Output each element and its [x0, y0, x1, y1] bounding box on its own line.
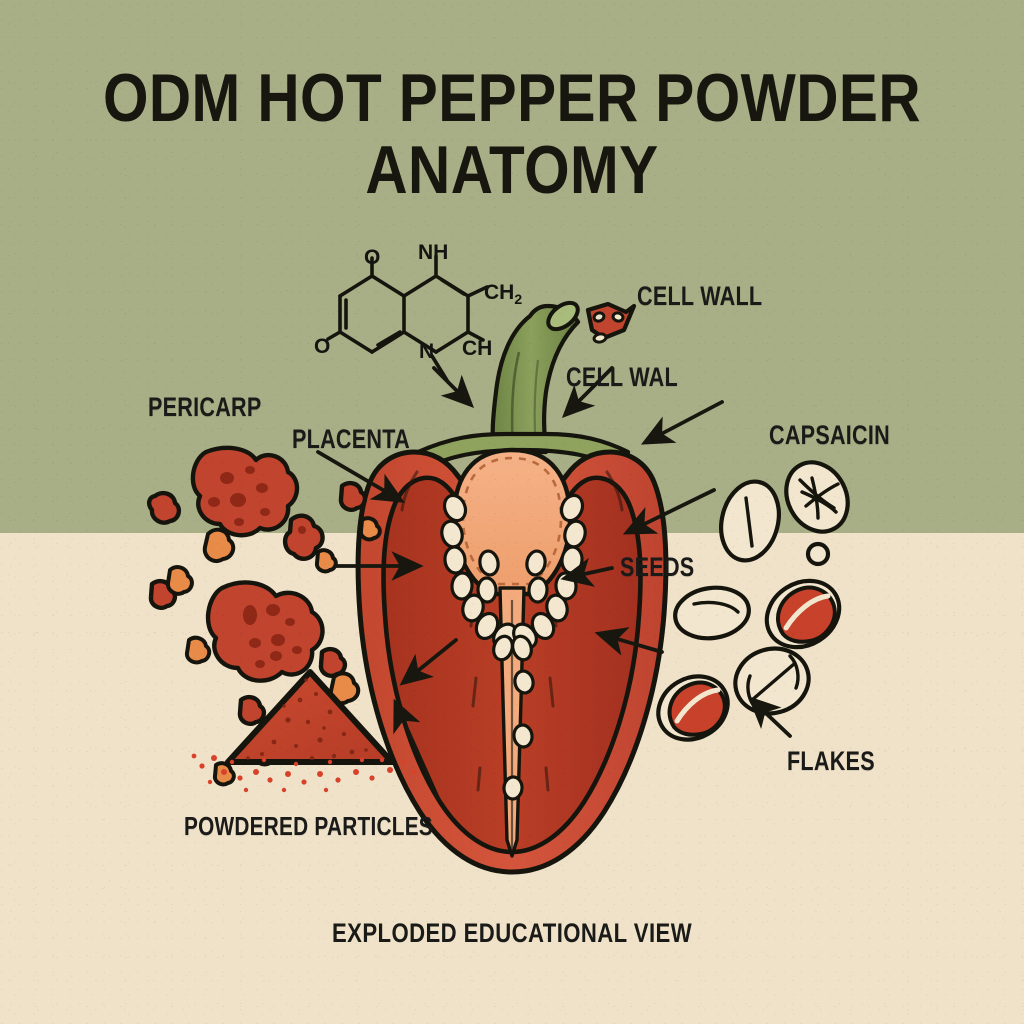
chem-atom-n-ring: N: [419, 340, 435, 363]
callout-arrows: [316, 366, 792, 800]
title-line-1: ODM HOT PEPPER POWDER: [102, 60, 922, 136]
pepper-flakes: [656, 578, 842, 742]
label-powdered-particles: POWDERED PARTICLES: [184, 811, 433, 841]
sliced-pepper: [355, 300, 669, 875]
placenta-dashes: [461, 456, 563, 586]
powder-cone-speckles: [246, 678, 368, 760]
loose-seeds-and-flakes: [656, 460, 850, 742]
page-title: ODM HOT PEPPER POWDER ANATOMY: [0, 62, 1024, 206]
label-capsaicin: CAPSAICIN: [769, 420, 890, 450]
label-cell-wall-upper: CELL WALL: [637, 281, 763, 311]
inner-seed-cluster: [440, 493, 587, 801]
chem-atom-ch-right: CH: [462, 337, 493, 360]
arrow-powder-lower: [393, 698, 440, 800]
chem-atom-ch2: CH2: [484, 281, 523, 308]
label-pericarp: PERICARP: [148, 392, 262, 422]
powder-spill-dots: [191, 753, 417, 793]
arrow-flakes-to-pepper: [594, 627, 664, 656]
arrow-powder-upper: [399, 638, 458, 686]
arrow-flakes: [747, 696, 792, 738]
placenta-core: [451, 447, 573, 597]
label-cell-wall-lower: CELL WAL: [566, 362, 678, 392]
arrow-seeds: [560, 557, 614, 587]
arrow-capsaicin-lower: [622, 488, 716, 535]
powder-cone: [191, 669, 417, 793]
pericarp-pores: [208, 466, 306, 668]
arrow-cell-wall: [561, 366, 614, 419]
label-seeds: SEEDS: [620, 552, 695, 582]
arrow-placenta: [316, 450, 405, 503]
figure-caption: EXPLODED EDUCATIONAL VIEW: [331, 918, 693, 948]
capsaicin-molecule-bonds: [326, 254, 489, 384]
cell-wall-chip: [585, 301, 637, 344]
title-line-2: ANATOMY: [365, 132, 659, 208]
arrow-capsaicin-upper: [640, 400, 724, 445]
arrow-molecule-to-pepper: [432, 366, 475, 409]
chem-atom-o-top: O: [364, 246, 381, 269]
label-flakes: FLAKES: [787, 746, 875, 776]
label-placenta: PLACENTA: [292, 424, 410, 454]
chem-atom-nh: NH: [418, 241, 449, 264]
pepper-stem: [490, 300, 581, 455]
chem-atom-o-left: O: [314, 335, 331, 358]
